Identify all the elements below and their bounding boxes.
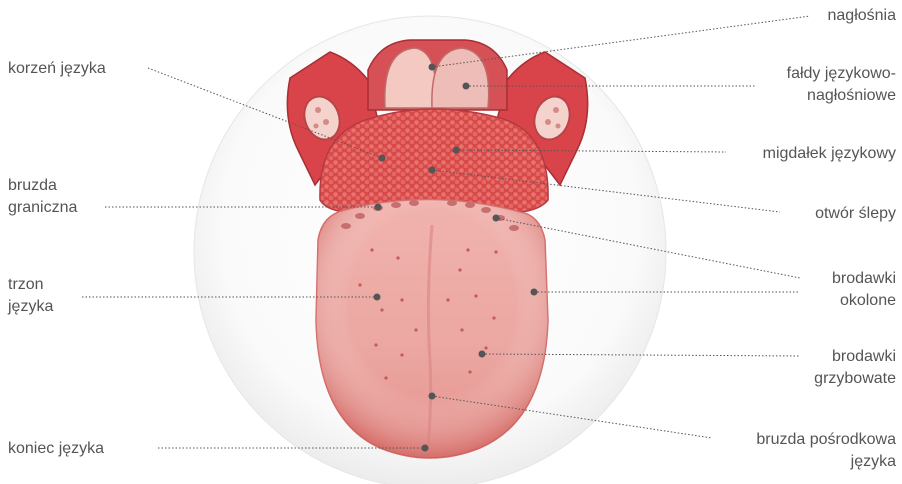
label-otwor-slepy: otwór ślepy: [815, 203, 896, 225]
label-trzon-jezyka: trzon języka: [8, 274, 53, 318]
label-naglosnia: nagłośnia: [828, 5, 897, 27]
tongue-root-region: [287, 40, 587, 212]
label-brodawki-okolone: brodawki okolone: [832, 268, 896, 312]
lingual-tonsil: [320, 109, 548, 212]
label-korzen-jezyka: korzeń języka: [8, 58, 106, 80]
label-bruzda-graniczna: bruzda graniczna: [8, 175, 77, 219]
label-migdalek: migdałek językowy: [763, 143, 896, 165]
tongue-body: [316, 199, 548, 458]
label-brodawki-grzybowate: brodawki grzybowate: [814, 346, 896, 390]
label-koniec-jezyka: koniec języka: [8, 438, 104, 460]
label-bruzda-posrodkowa: bruzda pośrodkowa języka: [756, 429, 896, 473]
label-faldy: fałdy językowo- nagłośniowe: [787, 63, 896, 107]
